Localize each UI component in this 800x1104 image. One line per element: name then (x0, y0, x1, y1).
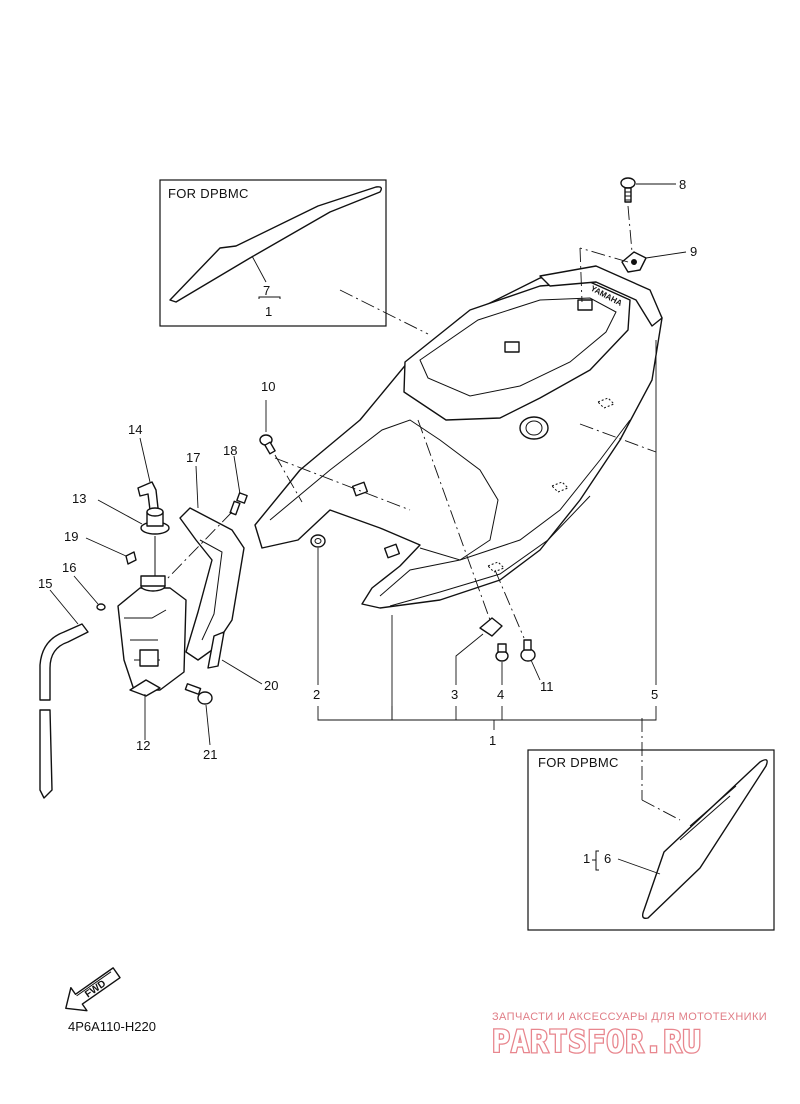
watermark-site: PARTSFOR.RU (492, 1025, 702, 1060)
clip-part-3 (479, 617, 503, 637)
clamp-part-16 (96, 603, 106, 611)
callout-15: 15 (38, 576, 52, 591)
callout-1: 1 (489, 733, 496, 748)
screw-part-11 (520, 639, 536, 662)
fwd-arrow-icon: FWD (65, 967, 121, 1012)
pad-strip-part-20 (207, 631, 225, 669)
callout-9: 9 (690, 244, 697, 259)
callout-4: 4 (497, 687, 504, 702)
callout-1-bottom: 1 (583, 851, 590, 866)
bracket-part-17 (179, 507, 245, 661)
callout-2: 2 (313, 687, 320, 702)
clip-part-19 (125, 551, 137, 565)
elbow-hose-part-14 (137, 481, 159, 511)
callout-8: 8 (679, 177, 686, 192)
hose-part-15 (39, 623, 89, 799)
callout-7: 7 (263, 283, 270, 298)
callout-21: 21 (203, 747, 217, 762)
callout-13: 13 (72, 491, 86, 506)
reservoir-tank-part-12 (117, 575, 187, 697)
callout-5: 5 (651, 687, 658, 702)
callout-6: 6 (604, 851, 611, 866)
inset-top-title: FOR DPBMC (168, 186, 249, 201)
seat-cover-stripe-part (169, 186, 383, 303)
callout-17: 17 (186, 450, 200, 465)
callout-18: 18 (223, 443, 237, 458)
callout-11: 11 (540, 679, 554, 694)
grommet-part-2 (310, 534, 326, 548)
side-cover-graphic-part (641, 759, 768, 920)
inset-bottom-title: FOR DPBMC (538, 755, 619, 770)
callout-1-top: 1 (265, 304, 272, 319)
callout-14: 14 (128, 422, 142, 437)
bolt-part-21 (184, 683, 213, 705)
seat-cowl-assembly: YAMAHA (254, 265, 663, 609)
callout-10: 10 (261, 379, 275, 394)
diagram-code: 4P6A110-H220 (68, 1019, 156, 1034)
callout-12: 12 (136, 738, 150, 753)
bolt-part-18 (229, 492, 248, 516)
callout-19: 19 (64, 529, 78, 544)
inset-box-top: FOR DPBMC 7 1 (159, 179, 387, 327)
callout-3: 3 (451, 687, 458, 702)
cap-part-13 (140, 507, 170, 535)
nut-part-4 (495, 643, 509, 662)
bolt-part-10 (259, 434, 276, 455)
inset-box-bottom: FOR DPBMC 1 6 (527, 749, 775, 931)
nut-clip-part-9 (621, 251, 647, 273)
screw-part-8 (620, 177, 636, 203)
callout-16: 16 (62, 560, 76, 575)
watermark-tagline: ЗАПЧАСТИ И АКСЕССУАРЫ ДЛЯ МОТОТЕХНИКИ (492, 1011, 767, 1023)
callout-20: 20 (264, 678, 278, 693)
